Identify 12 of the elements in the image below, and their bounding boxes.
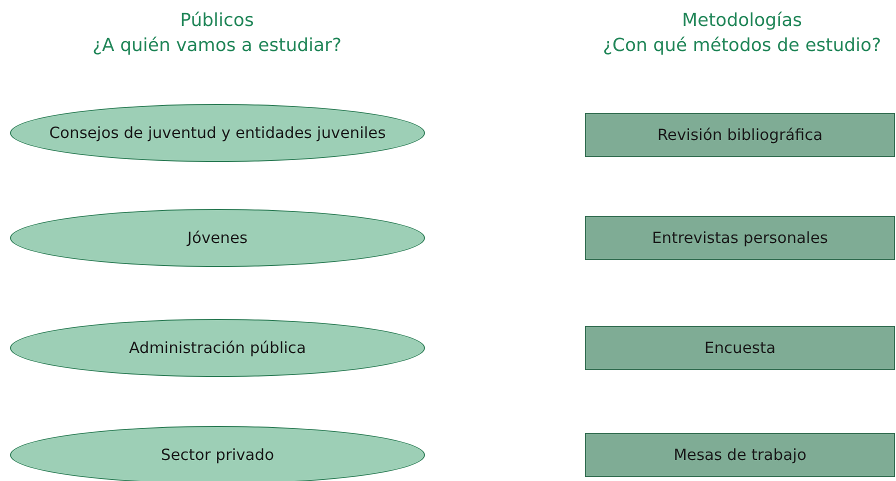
method-box: Encuesta: [585, 326, 895, 370]
column-heading: Metodologías: [682, 10, 802, 31]
method-box: Revisión bibliográfica: [585, 113, 895, 157]
method-box: Entrevistas personales: [585, 216, 895, 260]
column-heading: Públicos: [180, 10, 254, 31]
column-question: ¿A quién vamos a estudiar?: [92, 35, 342, 56]
column-question: ¿Con qué métodos de estudio?: [602, 35, 882, 56]
audience-ellipse: Sector privado: [10, 426, 425, 481]
audience-ellipse: Jóvenes: [10, 209, 425, 267]
audience-ellipse: Administración pública: [10, 319, 425, 377]
audience-ellipse: Consejos de juventud y entidades juveniles: [10, 104, 425, 162]
method-box: Mesas de trabajo: [585, 433, 895, 477]
